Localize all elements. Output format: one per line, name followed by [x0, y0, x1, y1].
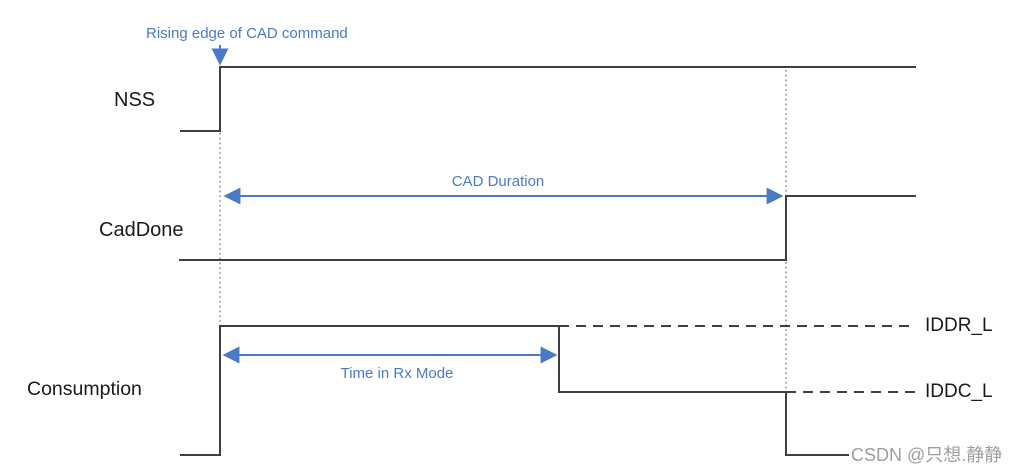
signal-label-consumption: Consumption [27, 378, 142, 400]
annotation-rising-edge-of-cad: Rising edge of CAD command [146, 25, 348, 42]
signal-label-nss: NSS [114, 89, 156, 111]
annotation-cad-duration: CAD Duration [451, 173, 545, 190]
watermark: CSDN @只想.静静 [851, 445, 1003, 465]
level-label-iddc-l: IDDC_L [925, 381, 993, 402]
level-label-iddr-l: IDDR_L [925, 315, 993, 336]
signal-waveform-caddone [179, 195, 916, 261]
signal-waveform-consumption [180, 325, 849, 456]
annotation-time-in-rx-mode: Time in Rx Mode [340, 365, 454, 382]
signal-waveform-nss [180, 66, 916, 132]
signal-label-caddone: CadDone [99, 219, 184, 241]
